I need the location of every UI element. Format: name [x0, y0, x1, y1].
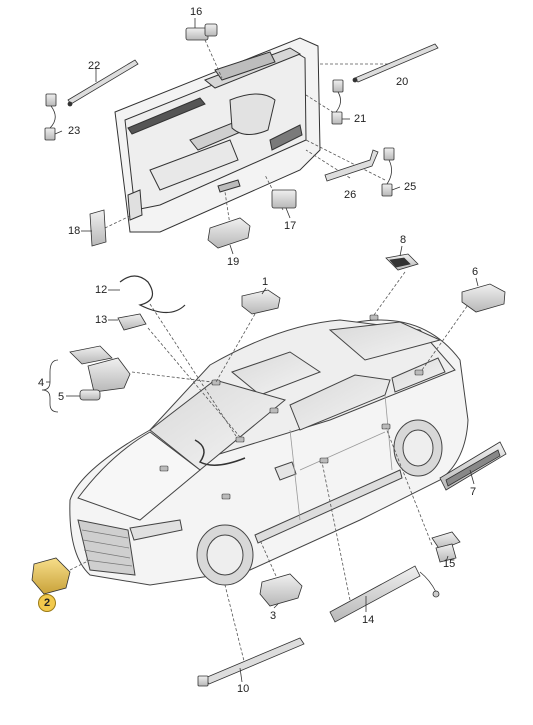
- callout-20: 20: [396, 76, 409, 88]
- callout-13: 13: [95, 314, 108, 326]
- callout-14: 14: [362, 614, 375, 626]
- part-26-strip: [324, 149, 379, 182]
- callout-21: 21: [354, 113, 367, 125]
- door-trim-panel: [114, 37, 321, 233]
- callout-16: 16: [190, 6, 203, 18]
- callout-1: 1: [262, 276, 269, 288]
- part-13-connector: [117, 313, 147, 331]
- callout-19: 19: [227, 256, 240, 268]
- part-10-strip: [197, 637, 305, 687]
- part-1-sensor: [241, 289, 281, 315]
- callout-25: 25: [404, 181, 417, 193]
- callout-5: 5: [58, 391, 65, 403]
- callout-8: 8: [400, 234, 407, 246]
- car-body: [69, 319, 469, 586]
- part-17-module: [271, 189, 297, 209]
- car-interior-lamps: [159, 314, 424, 500]
- interior-cable: [194, 439, 246, 466]
- part-19-module: [207, 217, 251, 249]
- part-7-sill: [439, 441, 507, 491]
- car-leader-lines: [69, 271, 471, 666]
- part-5-bulb: [79, 389, 101, 401]
- part-8-lamp: [385, 253, 419, 271]
- bracket-4-5: [41, 359, 59, 413]
- callout-12: 12: [95, 284, 108, 296]
- part-20-strip: [352, 43, 439, 83]
- part-6-module: [461, 283, 506, 313]
- part-23-cable: [44, 93, 57, 141]
- callout-26: 26: [344, 189, 357, 201]
- callout-3: 3: [270, 610, 277, 622]
- callout-18: 18: [68, 225, 81, 237]
- part-14-sill: [329, 565, 440, 623]
- callout-10: 10: [237, 683, 250, 695]
- callout-22: 22: [88, 60, 101, 72]
- part-2-module: [31, 557, 71, 595]
- part-18-bracket: [89, 209, 107, 247]
- part-16-switch: [185, 23, 218, 41]
- part-4-lamp-assembly: [69, 345, 131, 393]
- part-15-switch: [431, 531, 461, 563]
- callout-6: 6: [472, 266, 479, 278]
- part-3-sensor: [259, 573, 303, 607]
- callout-7: 7: [470, 486, 477, 498]
- part-25-cable: [381, 147, 395, 197]
- part-12-cable: [119, 275, 186, 314]
- part-22-strip: [67, 59, 139, 107]
- part-21-cable: [331, 79, 344, 125]
- callout-17: 17: [284, 220, 297, 232]
- callout-23: 23: [68, 125, 81, 137]
- callout-2-highlighted: 2: [38, 594, 56, 612]
- callout-4: 4: [38, 377, 45, 389]
